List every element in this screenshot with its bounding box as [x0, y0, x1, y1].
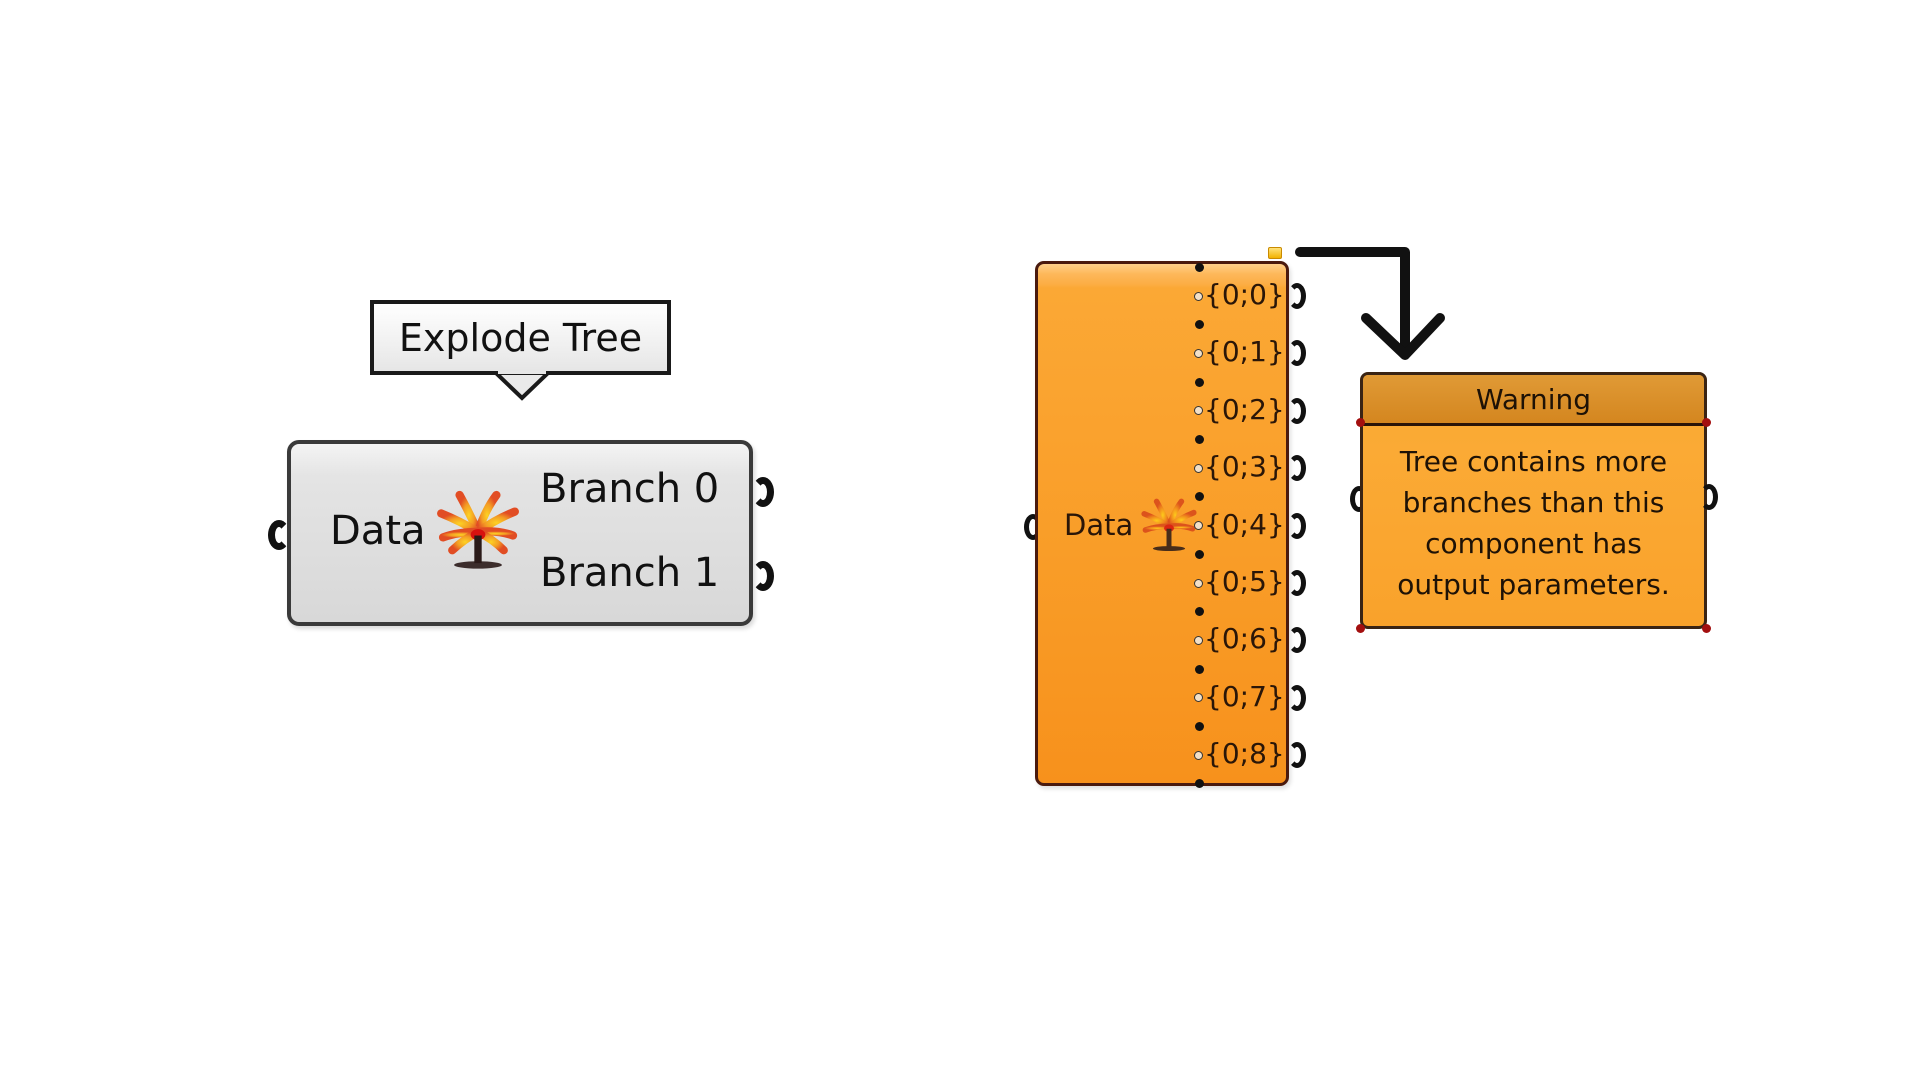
insert-output-plus-icon[interactable]	[1195, 722, 1204, 731]
output-label-branch-1: Branch 1	[540, 550, 720, 596]
output-label: {0;0}	[1204, 278, 1285, 311]
warning-message-line: branches than this	[1402, 486, 1665, 519]
remove-output-minus-icon[interactable]	[1194, 406, 1203, 416]
tree-icon	[437, 487, 519, 569]
output-label: {0;8}	[1204, 737, 1285, 771]
output-grip[interactable]	[1288, 684, 1306, 711]
output-grip[interactable]	[1288, 627, 1306, 654]
warning-message-line: Tree contains more	[1399, 445, 1668, 478]
insert-output-plus-icon[interactable]	[1195, 492, 1204, 502]
output-grip[interactable]	[1288, 512, 1306, 539]
insert-output-plus-icon[interactable]	[1195, 435, 1204, 444]
output-grip-branch-0[interactable]	[752, 477, 774, 507]
warning-message-line: output parameters.	[1397, 568, 1670, 601]
remove-output-minus-icon[interactable]	[1194, 463, 1203, 473]
panel-corner-handle[interactable]	[1356, 418, 1365, 427]
warning-message-line: component has	[1425, 527, 1642, 560]
output-label: {0;1}	[1204, 335, 1285, 369]
remove-output-minus-icon[interactable]	[1194, 521, 1203, 531]
insert-output-plus-icon[interactable]	[1195, 377, 1204, 387]
input-grip-data-expanded[interactable]	[1024, 514, 1042, 540]
warning-panel-input-grip[interactable]	[1350, 486, 1368, 512]
tree-icon	[1141, 496, 1197, 552]
output-label: {0;4}	[1204, 507, 1285, 541]
output-grip[interactable]	[1288, 570, 1306, 596]
panel-corner-handle[interactable]	[1702, 418, 1711, 427]
output-label: {0;5}	[1204, 565, 1285, 598]
warning-panel: Warning Tree contains more branches than…	[1360, 372, 1707, 629]
remove-output-minus-icon[interactable]	[1194, 693, 1203, 703]
insert-output-plus-icon[interactable]	[1195, 320, 1204, 330]
remove-output-minus-icon[interactable]	[1194, 291, 1203, 301]
warning-message: Tree contains more branches than this co…	[1373, 441, 1694, 605]
output-label: {0;2}	[1204, 392, 1285, 426]
remove-output-minus-icon[interactable]	[1194, 750, 1203, 760]
output-grip[interactable]	[1288, 340, 1306, 367]
panel-corner-handle[interactable]	[1356, 624, 1365, 633]
input-label-data: Data	[330, 508, 426, 554]
input-grip-data[interactable]	[268, 520, 290, 550]
warning-title: Warning	[1475, 382, 1592, 416]
input-label-data-expanded: Data	[1064, 508, 1134, 542]
tooltip-text: Explode Tree	[398, 315, 643, 360]
insert-output-plus-icon[interactable]	[1195, 607, 1204, 617]
remove-output-minus-icon[interactable]	[1194, 635, 1203, 645]
component-tooltip: Explode Tree	[370, 300, 671, 375]
panel-corner-handle[interactable]	[1702, 624, 1711, 633]
tooltip-pointer	[494, 371, 550, 401]
output-grip[interactable]	[1288, 742, 1306, 769]
explode-tree-component[interactable]	[287, 440, 753, 626]
warning-panel-output-grip[interactable]	[1700, 484, 1718, 510]
remove-output-minus-icon[interactable]	[1194, 348, 1203, 358]
output-label: {0;7}	[1204, 679, 1285, 713]
insert-output-plus-icon[interactable]	[1195, 262, 1204, 272]
output-grip[interactable]	[1288, 397, 1306, 424]
remove-output-minus-icon[interactable]	[1194, 578, 1203, 588]
output-label: {0;6}	[1204, 622, 1285, 656]
output-label: {0;3}	[1204, 450, 1285, 484]
warning-panel-header: Warning	[1363, 375, 1704, 426]
insert-output-plus-icon[interactable]	[1195, 779, 1204, 789]
warning-marker	[1268, 247, 1282, 259]
output-grip[interactable]	[1288, 455, 1306, 482]
output-grip-branch-1[interactable]	[752, 561, 774, 591]
insert-output-plus-icon[interactable]	[1195, 549, 1204, 559]
insert-output-plus-icon[interactable]	[1195, 664, 1204, 674]
output-grip[interactable]	[1288, 283, 1306, 309]
output-label-branch-0: Branch 0	[540, 466, 720, 512]
